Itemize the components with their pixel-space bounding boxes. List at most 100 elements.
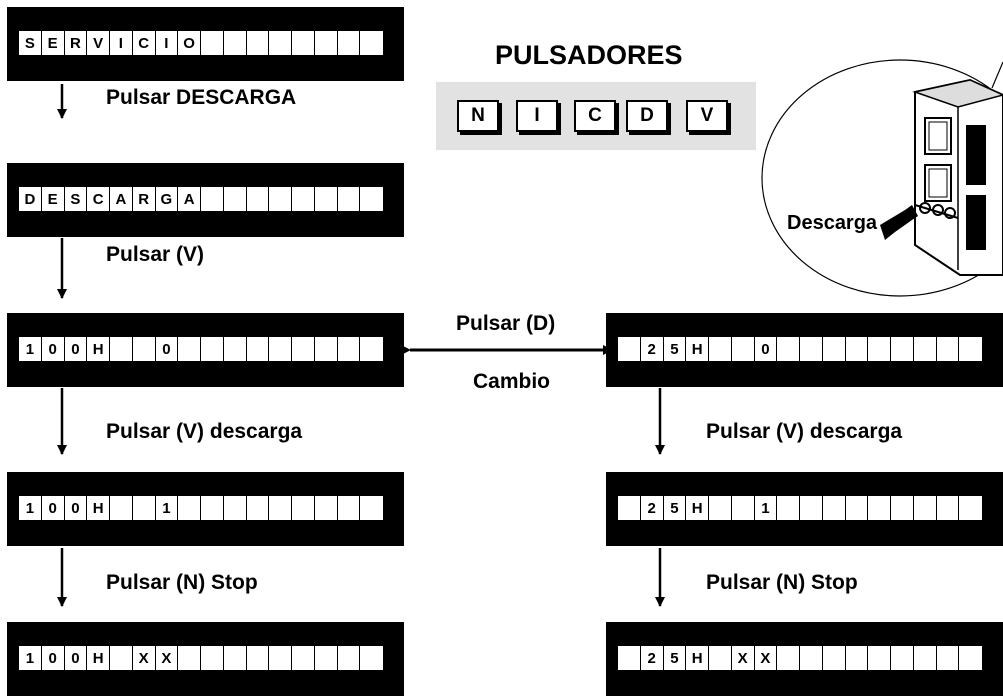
lcd-cell: [846, 646, 869, 670]
lcd-cell: [224, 337, 247, 361]
lcd-cell: [292, 337, 315, 361]
lcd-cell: 0: [755, 337, 778, 361]
lcd-cell: H: [686, 337, 709, 361]
lcd-cell: [224, 496, 247, 520]
lcd-cell: [224, 646, 247, 670]
button-c[interactable]: C: [574, 100, 616, 132]
lcd-cell: [133, 337, 156, 361]
lcd-cell: [914, 337, 937, 361]
lcd-cell: [292, 496, 315, 520]
step-label-right-pulsar-n-stop: Pulsar (N) Stop: [706, 571, 858, 594]
lcd-cell: [618, 646, 641, 670]
lcd-cell: 1: [19, 646, 42, 670]
lcd-cell: [269, 31, 292, 55]
lcd-cell: [247, 337, 270, 361]
lcd-cell: 1: [19, 496, 42, 520]
lcd-cell: [110, 496, 133, 520]
lcd-cell: 2: [641, 496, 664, 520]
lcd-cell: [360, 496, 383, 520]
lcd-cell: X: [133, 646, 156, 670]
button-v[interactable]: V: [686, 100, 728, 132]
lcd-cell: G: [156, 187, 179, 211]
lcd-cell: [732, 496, 755, 520]
lcd-cell: [937, 337, 960, 361]
lcd-cell: [618, 337, 641, 361]
lcd-cell: [914, 646, 937, 670]
lcd-cell: [891, 646, 914, 670]
lcd-cell: C: [87, 187, 110, 211]
lcd-cell: [269, 646, 292, 670]
lcd-cell: S: [19, 31, 42, 55]
lcd-cell: I: [110, 31, 133, 55]
lcd-cell: [777, 337, 800, 361]
lcd-cell: 0: [156, 337, 179, 361]
lcd-cell: C: [133, 31, 156, 55]
lcd-cell: [338, 337, 361, 361]
lcd-cell: E: [42, 31, 65, 55]
lcd-cell: [315, 337, 338, 361]
button-d[interactable]: D: [626, 100, 668, 132]
lcd-cell: [800, 496, 823, 520]
lcd-cell: [201, 496, 224, 520]
lcd-cell: H: [87, 496, 110, 520]
lcd-cell: [201, 31, 224, 55]
lcd-cell: [110, 646, 133, 670]
lcd-cell: [823, 646, 846, 670]
button-n[interactable]: N: [457, 100, 499, 132]
lcd-cell: [360, 337, 383, 361]
lcd-cell: H: [87, 337, 110, 361]
lcd-cell: S: [65, 187, 88, 211]
buttons-panel: N I C D V: [436, 82, 756, 150]
step-label-left-pulsar-v-descarga: Pulsar (V) descarga: [106, 420, 303, 443]
lcd-cell: [709, 337, 732, 361]
lcd-cell: [247, 646, 270, 670]
step-label-pulsar-v: Pulsar (V): [106, 243, 205, 266]
button-i[interactable]: I: [516, 100, 558, 132]
lcd-cell: [338, 31, 361, 55]
lcd-cell: [868, 337, 891, 361]
lcd-cell: 0: [65, 337, 88, 361]
lcd-cell: [959, 337, 982, 361]
lcd-cell: [959, 496, 982, 520]
lcd-cell: I: [156, 31, 179, 55]
lcd-cell: [891, 496, 914, 520]
lcd-cell: 1: [755, 496, 778, 520]
lcd-cell: [133, 496, 156, 520]
lcd-cell: [777, 496, 800, 520]
lcd-cell: [800, 646, 823, 670]
press-arrow-icon: [880, 205, 918, 240]
lcd-cell: [292, 187, 315, 211]
lcd-cell: [709, 646, 732, 670]
lcd-cell: [292, 646, 315, 670]
lcd-cell: 2: [641, 646, 664, 670]
lcd-cell: O: [178, 31, 201, 55]
lcd-cell: [201, 187, 224, 211]
lcd-cell: 5: [664, 337, 687, 361]
lcd-cell: D: [19, 187, 42, 211]
lcd-cell: [201, 337, 224, 361]
lcd-cell: 0: [42, 646, 65, 670]
lcd-cell: [338, 187, 361, 211]
lcd-cell: 1: [156, 496, 179, 520]
lcd-cell: 5: [664, 496, 687, 520]
lcd-cell: H: [686, 646, 709, 670]
lcd-cell: [247, 187, 270, 211]
lcd-cell: [360, 646, 383, 670]
lcd-cell: A: [178, 187, 201, 211]
lcd-cell: [110, 337, 133, 361]
lcd-cell: V: [87, 31, 110, 55]
lcd-cell: [269, 337, 292, 361]
lcd-cell: 0: [42, 337, 65, 361]
